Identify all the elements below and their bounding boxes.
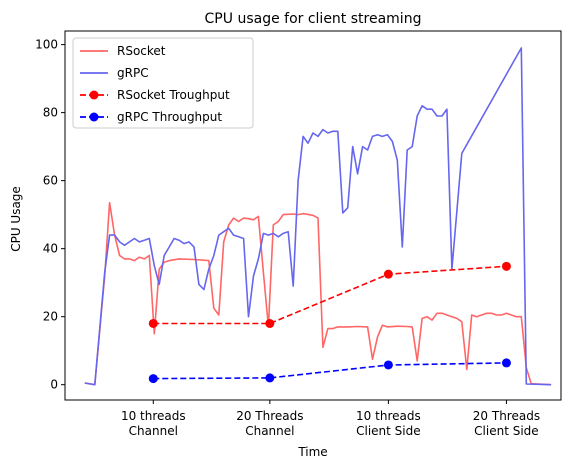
x-tick-label-3-1: Client Side (474, 424, 539, 438)
series-3-marker-2 (383, 360, 393, 370)
x-tick-label-1-0: 20 Threads (236, 409, 303, 423)
legend-label-1: gRPC (117, 66, 149, 80)
x-tick-label-1-1: Channel (245, 424, 294, 438)
series-line-1 (84, 47, 552, 386)
y-axis-label: CPU Usage (9, 186, 23, 252)
plot-area (84, 47, 552, 386)
x-tick-label-0-1: Channel (129, 424, 178, 438)
legend-label-3: gRPC Throughput (117, 110, 222, 124)
legend: RSocket gRPC RSocket Troughput gRPC Through… (72, 37, 254, 129)
series-line-3 (153, 362, 507, 380)
x-tick-label-2-1: Client Side (356, 424, 421, 438)
legend-marker-2 (89, 90, 99, 100)
y-tick-label: 80 (43, 106, 58, 120)
series-3-marker-1 (265, 373, 275, 383)
series-line-2 (153, 265, 507, 325)
legend-label-2: RSocket Troughput (117, 88, 230, 102)
series-2-marker-1 (265, 318, 275, 328)
series-2-marker-3 (501, 261, 511, 271)
series-2-marker-0 (148, 318, 158, 328)
y-tick-label: 0 (50, 378, 58, 392)
y-tick-label: 100 (35, 38, 58, 52)
legend-marker-3 (89, 112, 99, 122)
x-axis-label: Time (297, 445, 327, 459)
legend-box (72, 37, 254, 129)
x-tick-label-0-0: 10 threads (121, 409, 186, 423)
x-tick-label-3-0: 20 Threads (473, 409, 540, 423)
legend-label-0: RSocket (117, 44, 166, 58)
y-tick-label: 20 (43, 310, 58, 324)
chart-title: CPU usage for client streaming (205, 11, 422, 27)
x-tick-label-2-0: 10 threads (356, 409, 421, 423)
series-2-marker-2 (383, 269, 393, 279)
series-3-marker-3 (501, 358, 511, 368)
y-tick-label: 40 (43, 242, 58, 256)
series-3-marker-0 (148, 374, 158, 384)
plot-frame (64, 30, 562, 401)
y-tick-label: 60 (43, 174, 58, 188)
